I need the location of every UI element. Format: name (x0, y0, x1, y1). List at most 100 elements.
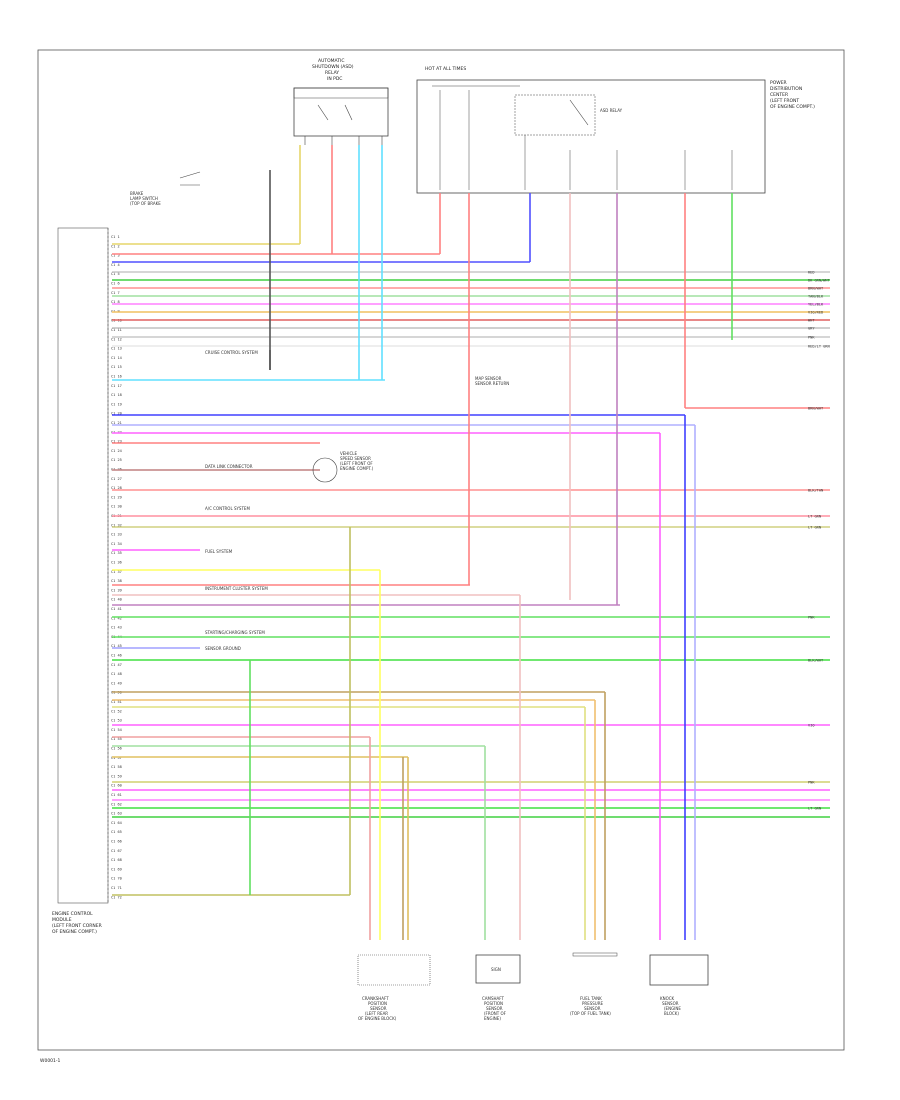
annotation-ac: A/C CONTROL SYSTEM (205, 506, 250, 511)
ecm-pin-label: C1 41 (111, 607, 122, 611)
ecm-pin-label: C1 33 (111, 533, 122, 537)
ecm-label: ENGINE CONTROL MODULE (LEFT FRONT CORNER… (52, 911, 102, 935)
speed-label-line-4: ENGINE COMPT.) (340, 466, 374, 471)
s4-line-4: BLOCK) (664, 1011, 679, 1016)
fuel-tank-sensor-connector (572, 952, 618, 957)
asd-label-line-1: AUTOMATIC (318, 58, 345, 64)
brake-label-line-1: BRAKE (130, 191, 144, 196)
asd-relay-label: AUTOMATIC SHUTDOWN (ASD) RELAY IN PDC (312, 58, 354, 82)
right-wire-label: BLK/TAN (808, 488, 823, 492)
pdc-label: POWER DISTRIBUTION CENTER (LEFT FRONT OF… (770, 80, 815, 110)
speed-sensor-symbol (312, 457, 338, 483)
ecm-pin-label: C1 56 (111, 747, 122, 751)
s2-line-1: CAMSHAFT (482, 996, 504, 1001)
crankshaft-sensor-box (357, 954, 431, 986)
right-wire-label: WHT (808, 318, 815, 322)
s1-line-3: SENSOR (370, 1006, 387, 1011)
ecm-pin-label: C1 45 (111, 644, 122, 648)
ecm-pin-label: C1 5 (111, 272, 120, 276)
ecm-pin-label: C1 53 (111, 719, 122, 723)
s2-line-4: (FRONT OF (484, 1011, 507, 1016)
speed-label-line-1: VEHICLE (340, 451, 357, 456)
s4-line-3: (ENGINE (664, 1006, 681, 1011)
ecm-pin-label: C1 16 (111, 375, 122, 379)
ecm-pin-label: C1 72 (111, 895, 122, 899)
ecm-pin-label: C1 59 (111, 774, 122, 778)
ecm-pin-label: C1 13 (111, 347, 122, 351)
ecm-pin-label: C1 48 (111, 672, 122, 676)
ecm-pin-label: C1 64 (111, 821, 122, 825)
brake-label-line-2: LAMP SWITCH (130, 196, 158, 201)
asd-relay-box (293, 87, 389, 137)
pdc-title: HOT AT ALL TIMES (425, 66, 466, 72)
annotation-instr: INSTRUMENT CLUSTER SYSTEM (205, 586, 268, 591)
ecm-pin-label: C1 65 (111, 830, 122, 834)
ecm-pin-label: C1 28 (111, 486, 122, 490)
right-wire-label: DK GRN/WHT (808, 278, 830, 282)
annotation-data-link: DATA LINK CONNECTOR (205, 464, 253, 469)
ecm-pin-label: C1 37 (111, 570, 122, 574)
s3-line-4: (TOP OF FUEL TANK) (570, 1011, 611, 1016)
ecm-pin-label: C1 11 (111, 328, 122, 332)
ecm-pin-label: C1 40 (111, 598, 122, 602)
annotation-sensor-gnd: SENSOR GROUND (205, 646, 241, 651)
brake-switch-label: BRAKE LAMP SWITCH (TOP OF BRAKE (130, 191, 161, 206)
ecm-pin-label: C1 62 (111, 802, 122, 806)
ecm-pin-label: C1 67 (111, 849, 122, 853)
camshaft-box-label: SIGN (491, 967, 501, 972)
ecm-pin-label: C1 30 (111, 505, 122, 509)
ecm-label-line-1: ENGINE CONTROL (52, 911, 93, 917)
ecm-label-line-2: MODULE (52, 917, 72, 923)
wire-harness (112, 145, 830, 940)
ecm-pin-label: C1 24 (111, 449, 122, 453)
pdc-label-line-5: OF ENGINE COMPT.) (770, 104, 815, 110)
brake-label-line-3: (TOP OF BRAKE (130, 201, 161, 206)
sensor-3-label: FUEL TANK PRESSURE SENSOR (TOP OF FUEL T… (570, 996, 611, 1016)
ecm-pin-label: C1 60 (111, 784, 122, 788)
ecm-pin-label: C1 58 (111, 765, 122, 769)
ecm-pin-label: C1 2 (111, 244, 120, 248)
ecm-pin-label: C1 7 (111, 291, 120, 295)
ecm-pin-label: C1 25 (111, 458, 122, 462)
asd-label-line-4: IN PDC (327, 76, 342, 82)
speed-label-line-3: (LEFT FRONT OF (340, 461, 373, 466)
asd-relay-label-pdc: ASD RELAY (600, 108, 623, 113)
right-wire-label: PNK (808, 335, 815, 339)
ecm-pin-label: C1 36 (111, 561, 122, 565)
s1-line-1: CRANKSHAFT (362, 996, 389, 1001)
ecm-pin-label: C1 32 (111, 523, 122, 527)
pdc-box (416, 79, 766, 194)
right-wire-label: LT GRN (808, 525, 821, 529)
s2-line-5: ENGINE) (484, 1016, 501, 1021)
right-wire-label: RED/LT GRN (808, 344, 830, 348)
pdc-label-line-2: DISTRIBUTION (770, 86, 802, 92)
ecm-pin-label: C1 49 (111, 681, 122, 685)
ecm-pin-label: C1 17 (111, 384, 122, 388)
ecm-pin-label: C1 68 (111, 858, 122, 862)
ecm-pin-label: C1 63 (111, 812, 122, 816)
ecm-pin-label: C1 15 (111, 365, 122, 369)
sensor-1-label: CRANKSHAFT POSITION SENSOR (LEFT REAR OF… (358, 996, 397, 1021)
ecm-pin-label: C1 20 (111, 412, 122, 416)
s4-line-2: SENSOR (662, 1001, 679, 1006)
ecm-pin-label: C1 42 (111, 616, 122, 620)
pdc-fuses (439, 90, 733, 190)
right-wire-label: PNK (808, 780, 815, 784)
right-wire-label: TAN/BLK (808, 294, 824, 298)
right-wire-label: VIO (808, 723, 815, 727)
right-wire-label: YEL/BLK (808, 302, 824, 306)
speed-label-line-2: SPEED SENSOR (340, 456, 371, 461)
s3-line-3: SENSOR (584, 1006, 601, 1011)
knock-sensor-box (649, 954, 709, 986)
ecm-pin-label: C1 4 (111, 263, 120, 267)
s1-line-4: (LEFT REAR (365, 1011, 388, 1016)
right-wire-label: BRN/WHT (808, 286, 824, 290)
right-wire-label: VIO/RED (808, 310, 823, 314)
ecm-pin-label: C1 46 (111, 654, 122, 658)
ecm-pin-label: C1 14 (111, 356, 122, 360)
speed-sensor-label: VEHICLE SPEED SENSOR (LEFT FRONT OF ENGI… (340, 451, 374, 471)
ecm-pin-label: C1 6 (111, 282, 120, 286)
sensor-2-label: CAMSHAFT POSITION SENSOR (FRONT OF ENGIN… (482, 996, 507, 1021)
ecm-pin-label: C1 8 (111, 300, 120, 304)
